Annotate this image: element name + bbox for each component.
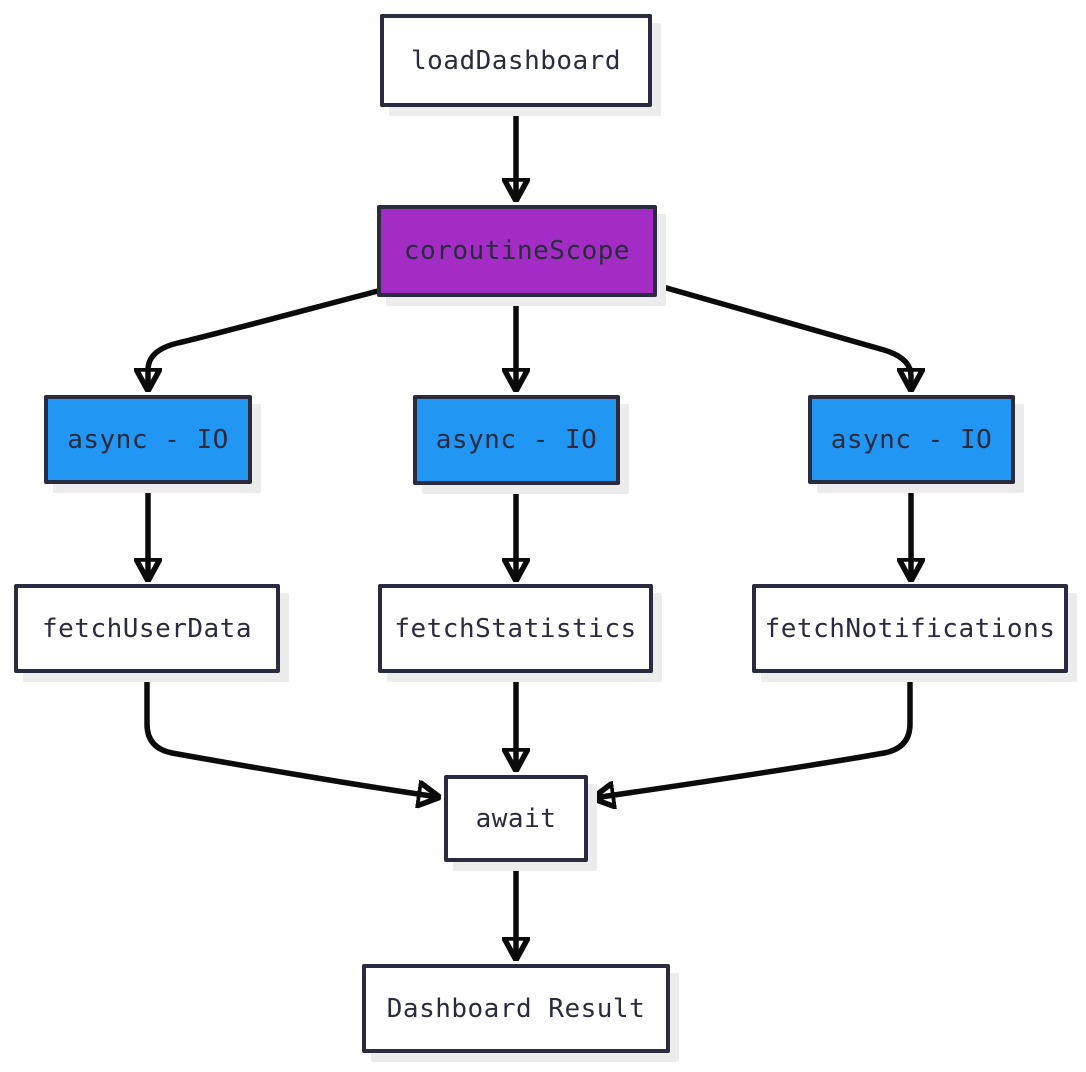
node-async-io-left-label: async - IO — [67, 424, 229, 455]
edge-fetchNotifications-await — [594, 675, 913, 798]
node-fetch-user-data: fetchUserData — [14, 584, 280, 673]
node-fetch-user-data-label: fetchUserData — [42, 613, 252, 644]
node-await-label: await — [475, 803, 557, 834]
node-coroutine-scope-label: coroutineScope — [403, 236, 631, 266]
node-async-io-middle: async - IO — [413, 395, 620, 485]
node-async-io-right-label: async - IO — [830, 424, 993, 455]
node-await: await — [444, 775, 588, 862]
node-fetch-statistics: fetchStatistics — [378, 584, 653, 673]
node-fetch-notifications: fetchNotifications — [752, 584, 1068, 673]
node-coroutine-scope: coroutineScope — [377, 205, 657, 297]
edge-coroutineScope-async1 — [148, 288, 379, 389]
node-async-io-left: async - IO — [44, 395, 252, 484]
node-async-io-right: async - IO — [808, 395, 1015, 484]
node-fetch-notifications-label: fetchNotifications — [764, 613, 1056, 644]
edge-fetchUserData-await — [144, 675, 438, 797]
node-load-dashboard-label: loadDashboard — [411, 45, 621, 76]
node-load-dashboard: loadDashboard — [380, 14, 652, 107]
node-async-io-middle-label: async - IO — [435, 425, 598, 455]
node-fetch-statistics-label: fetchStatistics — [394, 613, 637, 644]
node-dashboard-result: Dashboard Result — [362, 964, 670, 1053]
node-dashboard-result-label: Dashboard Result — [386, 993, 646, 1024]
edge-coroutineScope-async3 — [655, 282, 911, 389]
